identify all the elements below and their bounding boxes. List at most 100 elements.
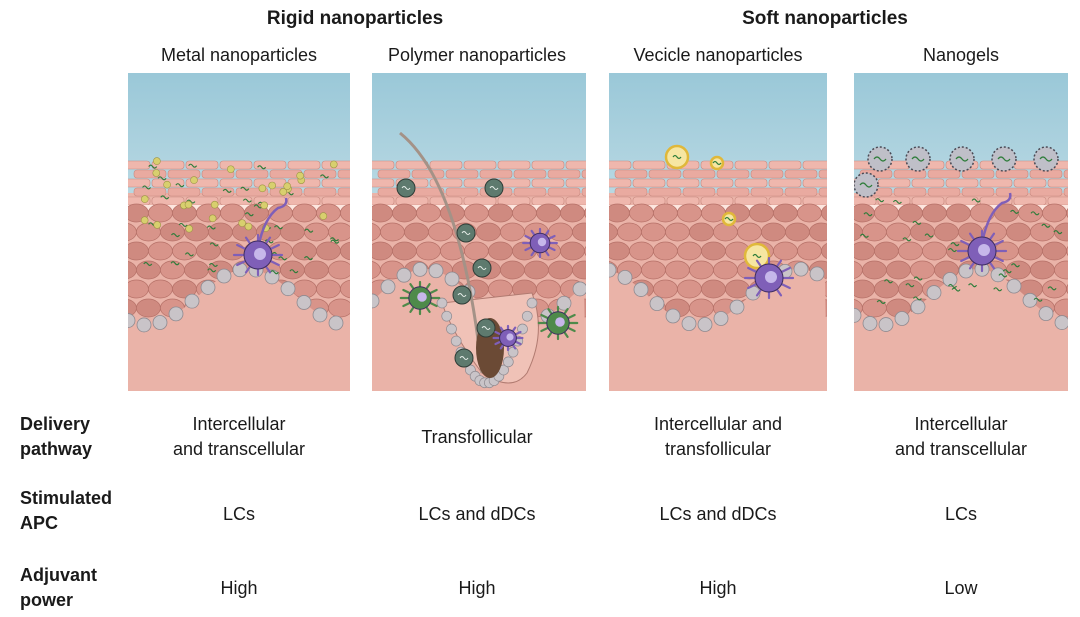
- keratinocyte: [128, 241, 149, 261]
- antigen: [859, 182, 873, 188]
- corneocyte: [700, 196, 734, 206]
- corneocyte: [1047, 178, 1068, 188]
- column-title-vesicle: Vecicle nanoparticles: [633, 45, 803, 65]
- corneocyte: [185, 160, 219, 170]
- corneocyte: [303, 169, 337, 179]
- cell-line: Transfollicular: [421, 427, 533, 447]
- basal-cell: [328, 315, 344, 331]
- antigen: [303, 256, 313, 261]
- keratinocyte: [160, 222, 185, 242]
- dendrite: [256, 197, 288, 249]
- corneocyte: [818, 187, 827, 197]
- keratinocyte: [653, 279, 678, 299]
- corneocyte: [547, 187, 581, 197]
- follicle-cell: [526, 297, 538, 309]
- keratinocyte: [809, 222, 827, 242]
- antigen: [178, 222, 188, 228]
- keratinocyte: [821, 205, 827, 221]
- keratinocyte: [665, 222, 690, 242]
- basal-cell: [1054, 315, 1068, 330]
- keratinocyte: [476, 222, 501, 242]
- corneocyte: [911, 196, 945, 206]
- corneocyte: [877, 178, 911, 188]
- keratinocyte: [874, 241, 899, 261]
- keratinocyte: [1066, 207, 1068, 219]
- metal-nanoparticle: [153, 221, 161, 229]
- antigen: [1047, 286, 1057, 291]
- basal-cell: [894, 311, 910, 326]
- cell-line: LCs and dDCs: [659, 504, 777, 524]
- keratinocyte: [1066, 283, 1068, 295]
- basal-cell: [428, 263, 444, 279]
- basal-cell: [312, 307, 328, 323]
- follicle-cell: [446, 323, 457, 335]
- keratinocyte: [1066, 245, 1068, 257]
- keratinocyte: [316, 279, 341, 299]
- nucleus: [555, 317, 565, 327]
- antigen: [1053, 230, 1063, 235]
- metal-nanoparticle: [296, 171, 304, 180]
- antigen: [461, 231, 471, 235]
- keratinocyte: [524, 260, 549, 280]
- corneocyte: [581, 169, 586, 179]
- keratinocyte: [280, 222, 305, 242]
- corneocyte: [768, 160, 802, 170]
- basal-cell: [665, 308, 681, 324]
- antigen: [330, 239, 340, 244]
- cell-line: transfollicular: [664, 439, 772, 459]
- antigen: [1002, 269, 1012, 274]
- cell-apc-nanogels: LCs: [852, 502, 1070, 527]
- metal-nanoparticle: [185, 224, 193, 233]
- row-label-line: Stimulated: [20, 488, 113, 508]
- keratinocyte: [560, 241, 585, 261]
- follicle-cell: [502, 356, 514, 368]
- corneocyte: [128, 178, 151, 188]
- corneocyte: [716, 187, 750, 197]
- keratinocyte: [328, 260, 350, 280]
- follicle-cell: [521, 310, 533, 322]
- corneocyte: [219, 178, 253, 188]
- corneocyte: [995, 169, 1029, 179]
- group-title-rigid: Rigid nanoparticles: [266, 8, 444, 29]
- antigen: [264, 239, 274, 244]
- keratinocyte: [713, 222, 738, 242]
- keratinocyte: [220, 203, 245, 223]
- keratinocyte: [328, 298, 350, 318]
- corneocyte: [734, 178, 768, 188]
- keratinocyte: [946, 203, 971, 223]
- keratinocyte: [304, 260, 329, 280]
- antigen: [752, 253, 762, 259]
- keratinocyte: [560, 203, 585, 223]
- follicle-cell: [436, 297, 448, 309]
- basal-cell: [713, 311, 729, 326]
- antigen: [170, 233, 180, 238]
- corneocyte: [513, 187, 547, 197]
- metal-nanoparticle: [260, 201, 269, 210]
- antigen: [672, 154, 682, 160]
- keratinocyte: [689, 298, 714, 318]
- keratinocyte: [609, 203, 630, 223]
- keratinocyte: [701, 241, 726, 261]
- corneocyte: [927, 187, 961, 197]
- antigen: [184, 252, 194, 257]
- keratinocyte: [970, 203, 995, 223]
- antigen: [911, 156, 925, 162]
- basal-cell: [1022, 292, 1038, 308]
- corneocyte: [547, 169, 581, 179]
- corneocyte: [927, 169, 961, 179]
- nanogel-skin-illustration: [854, 73, 1068, 391]
- basal-cell: [128, 313, 136, 328]
- metal-nanoparticle: [153, 157, 161, 165]
- corneocyte: [945, 178, 979, 188]
- keratinocyte: [773, 203, 798, 223]
- antigen: [884, 279, 894, 284]
- basal-cell: [617, 269, 633, 285]
- corneocyte: [945, 196, 979, 206]
- antigen: [157, 176, 167, 181]
- keratinocyte: [500, 222, 525, 242]
- corneocyte: [1029, 169, 1063, 179]
- keratinocyte: [677, 203, 702, 223]
- corneocyte: [614, 169, 648, 179]
- basal-cell: [380, 279, 396, 295]
- cell-line: Intercellular: [192, 414, 286, 434]
